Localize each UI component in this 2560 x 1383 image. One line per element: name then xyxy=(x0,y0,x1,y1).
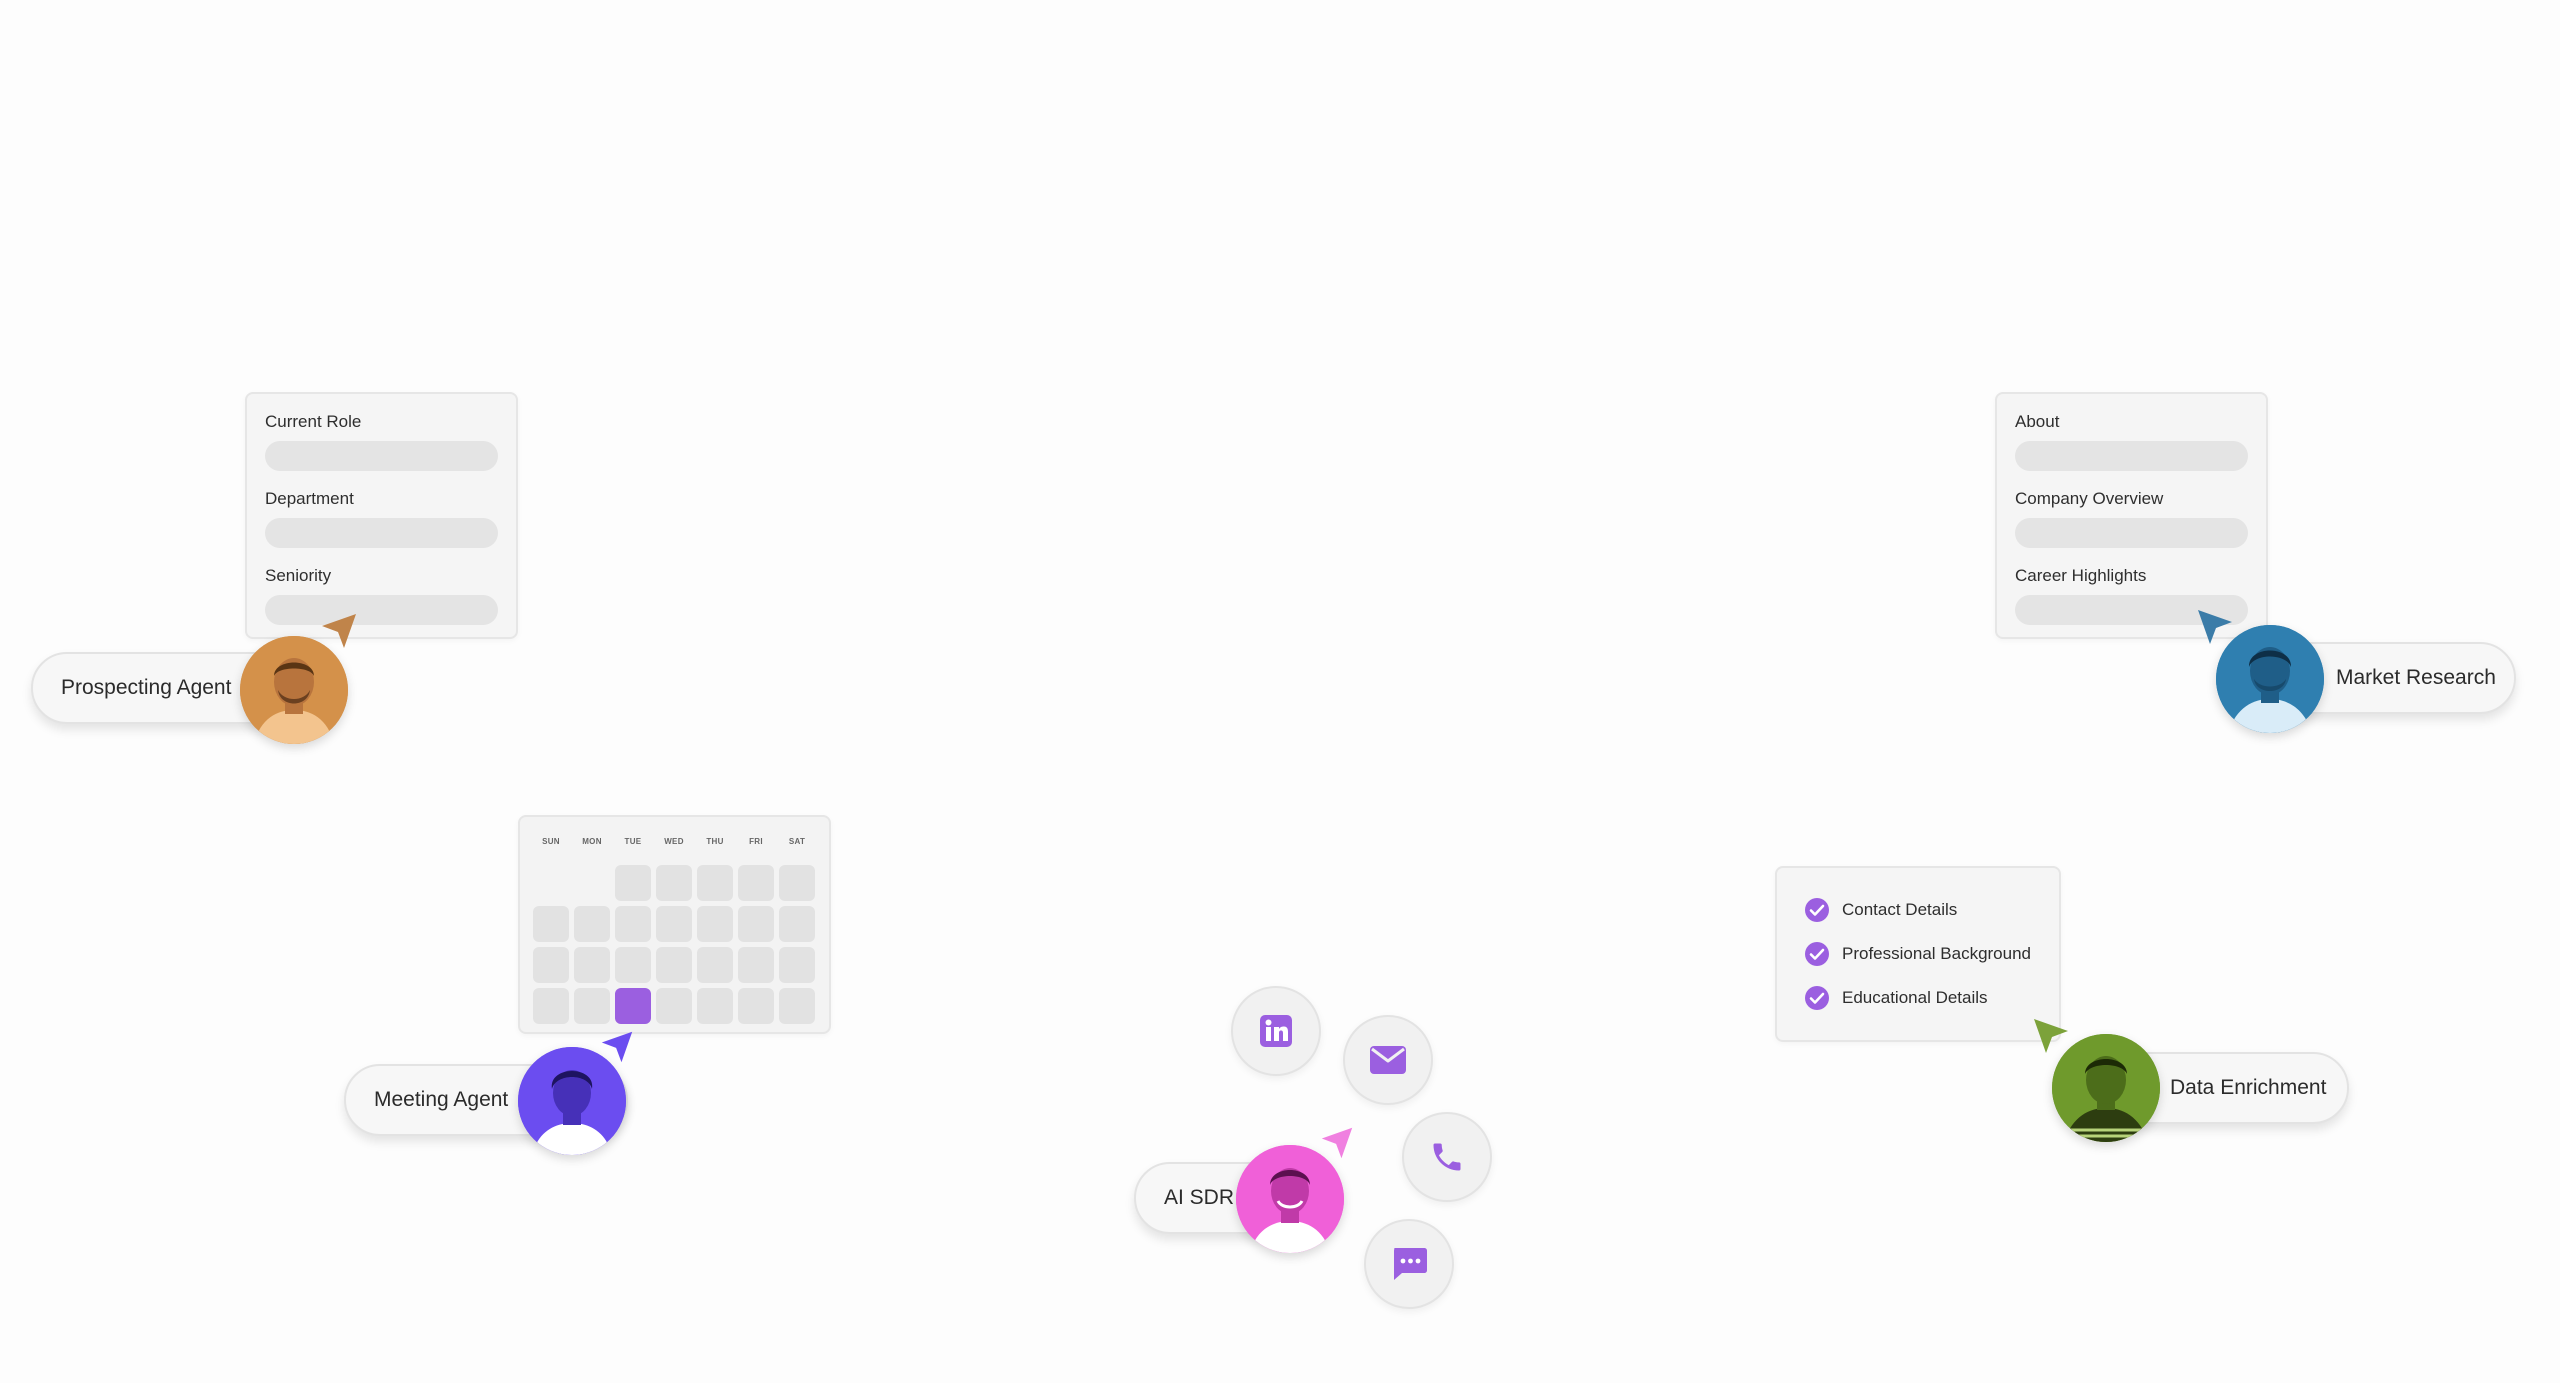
data-enrichment-label: Data Enrichment xyxy=(2170,1076,2327,1099)
calendar-date-cell[interactable] xyxy=(656,865,692,901)
linkedin-button[interactable] xyxy=(1231,986,1321,1076)
calendar-date-cell[interactable] xyxy=(615,865,651,901)
checklist-item: Educational Details xyxy=(1804,976,2059,1020)
calendar-date-cell[interactable] xyxy=(533,947,569,983)
prospecting-cursor-icon xyxy=(322,614,356,648)
calendar-selected-date[interactable] xyxy=(615,988,651,1024)
field-bar-department xyxy=(265,518,498,548)
calendar-date-cell[interactable] xyxy=(697,865,733,901)
data-enrichment-cursor-icon xyxy=(2034,1019,2068,1053)
data-enrichment-card: Contact Details Professional Background … xyxy=(1775,866,2061,1042)
calendar-day-tue: TUE xyxy=(624,837,642,846)
calendar-grid: SUN MON TUE WED THU FRI SAT xyxy=(518,815,831,1034)
field-label-about: About xyxy=(2015,412,2060,431)
checklist-item: Professional Background xyxy=(1804,932,2059,976)
calendar-day-sun: SUN xyxy=(542,837,560,846)
meeting-agent-avatar xyxy=(518,1047,626,1155)
prospecting-agent-avatar xyxy=(240,636,348,744)
person-avatar-icon xyxy=(240,636,348,744)
field-bar-current-role xyxy=(265,441,498,471)
phone-icon xyxy=(1433,1143,1461,1171)
calendar-date-cell[interactable] xyxy=(738,947,774,983)
checklist-label: Educational Details xyxy=(1842,988,1988,1007)
calendar-date-cell[interactable] xyxy=(574,947,610,983)
calendar-day-thu: THU xyxy=(706,837,724,846)
calendar-day-wed: WED xyxy=(664,837,684,846)
calendar-date-cell[interactable] xyxy=(656,988,692,1024)
calendar-date-cell[interactable] xyxy=(574,988,610,1024)
calendar-date-cell[interactable] xyxy=(615,947,651,983)
calendar-date-cell[interactable] xyxy=(738,865,774,901)
market-research-avatar xyxy=(2216,625,2324,733)
chat-button[interactable] xyxy=(1364,1219,1454,1309)
meeting-agent-label: Meeting Agent xyxy=(374,1088,509,1111)
linkedin-icon xyxy=(1260,1015,1292,1047)
market-research-label: Market Research xyxy=(2336,666,2496,689)
data-enrichment-avatar xyxy=(2052,1034,2160,1142)
chat-icon xyxy=(1394,1248,1427,1280)
email-icon xyxy=(1370,1046,1406,1074)
calendar-date-cell[interactable] xyxy=(697,906,733,942)
ai-sdr-avatar xyxy=(1236,1145,1344,1253)
calendar-date-cell[interactable] xyxy=(574,906,610,942)
field-label-department: Department xyxy=(265,489,354,508)
checklist-label: Professional Background xyxy=(1842,944,2032,963)
email-button[interactable] xyxy=(1343,1015,1433,1105)
checklist-item: Contact Details xyxy=(1804,888,2059,932)
calendar-date-cell[interactable] xyxy=(533,906,569,942)
person-avatar-icon xyxy=(1236,1145,1344,1253)
market-research-card: About Company Overview Career Highlights xyxy=(1995,392,2268,639)
phone-button[interactable] xyxy=(1402,1112,1492,1202)
person-avatar-icon xyxy=(518,1047,626,1155)
calendar-date-cell[interactable] xyxy=(697,947,733,983)
check-circle-icon xyxy=(1805,898,1829,922)
calendar-date-cell[interactable] xyxy=(615,906,651,942)
check-circle-icon xyxy=(1805,986,1829,1010)
prospecting-profile-card: Current Role Department Seniority xyxy=(245,392,518,639)
calendar-date-cell[interactable] xyxy=(656,947,692,983)
calendar-date-cell[interactable] xyxy=(738,906,774,942)
field-label-seniority: Seniority xyxy=(265,566,332,585)
calendar-day-fri: FRI xyxy=(749,837,763,846)
ai-sdr-label: AI SDR xyxy=(1164,1186,1235,1209)
meeting-cursor-icon xyxy=(601,1031,633,1063)
market-research-cursor-icon xyxy=(2198,610,2232,644)
calendar-day-sat: SAT xyxy=(788,837,806,846)
checklist-label: Contact Details xyxy=(1842,900,1958,919)
calendar-date-cell[interactable] xyxy=(779,988,815,1024)
prospecting-agent-label: Prospecting Agent xyxy=(61,676,232,699)
field-bar-company-overview xyxy=(2015,518,2248,548)
calendar-date-cell[interactable] xyxy=(779,906,815,942)
calendar-date-cell[interactable] xyxy=(697,988,733,1024)
field-bar-about xyxy=(2015,441,2248,471)
calendar-date-cell[interactable] xyxy=(779,865,815,901)
ai-sdr-cursor-icon xyxy=(1321,1127,1353,1159)
calendar-date-cell[interactable] xyxy=(779,947,815,983)
field-label-company-overview: Company Overview xyxy=(2015,489,2164,508)
check-circle-icon xyxy=(1805,942,1829,966)
calendar-date-cell[interactable] xyxy=(738,988,774,1024)
person-avatar-icon xyxy=(2216,625,2324,733)
calendar-date-cell[interactable] xyxy=(656,906,692,942)
person-avatar-icon xyxy=(2052,1034,2160,1142)
field-label-career-highlights: Career Highlights xyxy=(2015,566,2147,585)
calendar-day-mon: MON xyxy=(582,837,602,846)
calendar-date-cell[interactable] xyxy=(533,988,569,1024)
field-label-current-role: Current Role xyxy=(265,412,362,431)
field-bar-seniority xyxy=(265,595,498,625)
